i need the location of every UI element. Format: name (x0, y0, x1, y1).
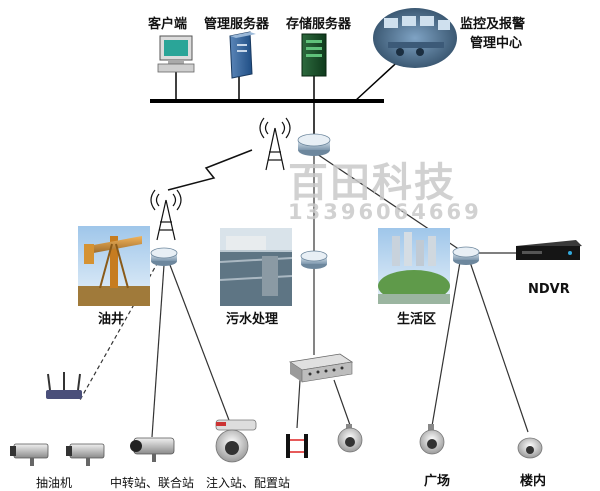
ndvr-device-icon (516, 240, 582, 260)
bullet-camera-icon (130, 437, 175, 462)
wireless-tower-icon (259, 117, 291, 171)
label-client: 客户端 (148, 17, 188, 32)
management-server-icon (229, 31, 256, 79)
label-injection-station: 注入站、配置站 (206, 476, 291, 490)
bullet-camera-icon (66, 443, 105, 466)
label-monitoring-center-1: 监控及报警 (460, 17, 526, 32)
storage-server-icon (301, 33, 327, 77)
sewage-plant-photo (219, 228, 293, 306)
watermark-phone: 13396064669 (288, 200, 482, 224)
label-management-server: 管理服务器 (204, 17, 270, 32)
label-square: 广场 (424, 474, 451, 489)
distribution-links (79, 151, 529, 438)
label-ndvr: NDVR (528, 282, 570, 297)
oil-well-photo (78, 226, 150, 306)
client-computer-icon (157, 35, 195, 73)
oil-well-switch-icon (150, 247, 178, 266)
video-encoder-box-icon (288, 353, 354, 383)
label-storage-server: 存储服务器 (286, 17, 352, 32)
label-living-area: 生活区 (397, 312, 437, 327)
living-area-photo (378, 228, 450, 304)
core-switch-icon (297, 133, 331, 156)
bullet-camera-icon (10, 443, 49, 466)
watermark-company-name: 百田科技 (288, 160, 456, 206)
backbone-bus (150, 54, 406, 140)
label-transfer-station: 中转站、联合站 (110, 476, 195, 490)
label-sewage-treatment: 污水处理 (226, 312, 279, 327)
infrared-beam-detector-icon (286, 434, 308, 458)
dome-camera-icon (419, 424, 445, 455)
dome-camera-icon (517, 437, 543, 459)
dome-camera-icon (337, 424, 363, 453)
wireless-router-icon (46, 372, 82, 399)
label-building: 楼内 (520, 474, 547, 489)
ptz-camera-icon (215, 419, 257, 463)
monitoring-center-photo (373, 8, 457, 68)
label-oil-well: 油井 (98, 312, 125, 327)
label-pump-unit: 抽油机 (36, 476, 73, 490)
wireless-tower-icon (150, 189, 182, 241)
wireless-link (167, 149, 253, 191)
label-monitoring-center-2: 管理中心 (470, 36, 523, 51)
living-area-switch-icon (452, 246, 480, 265)
sewage-switch-icon (300, 250, 328, 269)
